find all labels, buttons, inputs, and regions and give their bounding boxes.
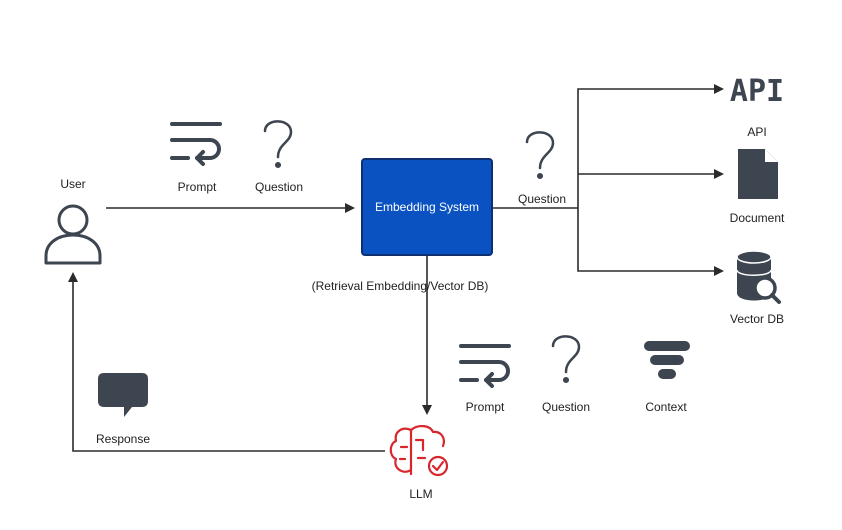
embedding-system-label: Embedding System	[374, 200, 480, 214]
prompt-label-bottom: Prompt	[465, 400, 505, 414]
vector-db-label: Vector DB	[729, 312, 785, 326]
chat-bubble-icon	[98, 373, 148, 417]
context-label: Context	[645, 400, 687, 414]
api-label: API	[747, 125, 767, 139]
embedding-system-box: Embedding System	[361, 158, 493, 256]
question-label-top: Question	[254, 180, 304, 194]
question-label-right: Question	[517, 192, 567, 206]
arrow-llm-to-user	[68, 272, 385, 452]
connectors	[68, 84, 724, 452]
arrow-branch-to-vector-db	[577, 208, 724, 276]
text-wrap-icon-bottom	[459, 344, 511, 388]
embedding-caption: (Retrieval Embedding/Vector DB)	[311, 279, 489, 293]
document-icon	[738, 149, 778, 199]
question-label-bottom: Question	[541, 400, 591, 414]
response-label: Response	[95, 432, 151, 446]
question-mark-icon-bottom	[551, 335, 581, 384]
question-mark-icon-right	[525, 131, 555, 180]
api-logo-icon: API	[730, 74, 784, 109]
prompt-label-top: Prompt	[177, 180, 217, 194]
document-label: Document	[729, 211, 785, 225]
funnel-icon	[644, 341, 690, 379]
llm-label: LLM	[409, 487, 433, 501]
arrow-branch-to-api	[577, 84, 724, 208]
user-label: User	[60, 177, 86, 191]
user-icon	[44, 204, 102, 265]
question-mark-icon	[263, 120, 293, 169]
database-search-icon	[736, 250, 781, 304]
brain-check-icon	[389, 425, 449, 477]
text-wrap-icon	[170, 122, 222, 166]
